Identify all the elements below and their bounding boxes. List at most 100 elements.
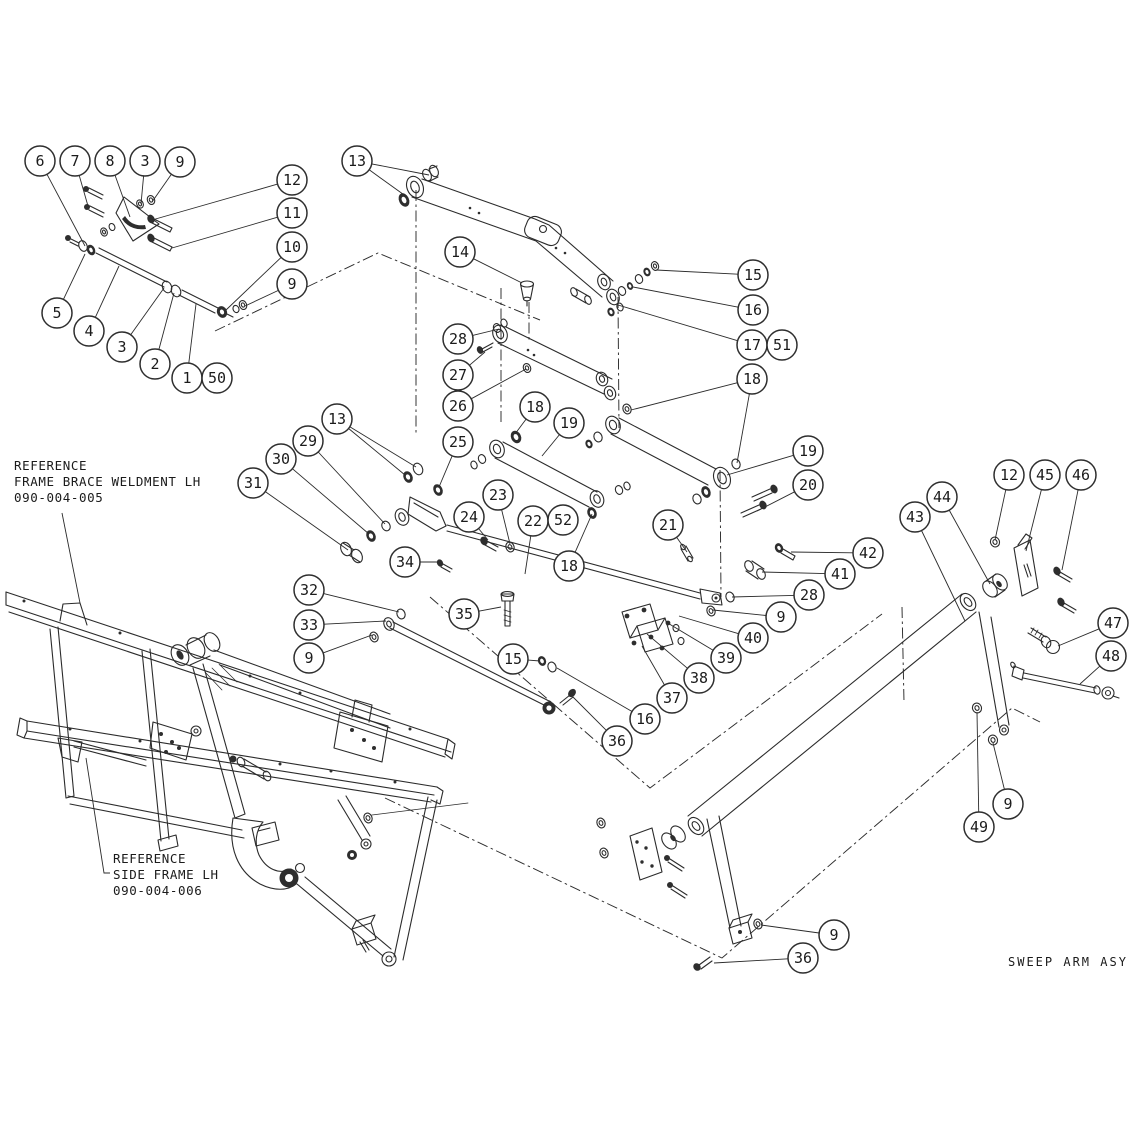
part-balloon-number: 33 [300, 616, 318, 634]
part-balloon-number: 19 [799, 442, 817, 460]
balloon-leader-line [140, 175, 145, 205]
part-balloon-number: 32 [300, 581, 318, 599]
part-balloon-9-63 [992, 788, 1024, 820]
balloon-leader-line [78, 175, 89, 207]
part-balloon-number: 47 [1104, 614, 1122, 632]
balloon-leader-line [348, 428, 406, 476]
balloon-leader-line [158, 292, 175, 350]
part-balloon-45-59 [1029, 459, 1061, 491]
part-balloon-number: 13 [328, 410, 346, 428]
annotation-texts: REFERENCE FRAME BRACE WELDMENT LH 090-00… [14, 458, 1126, 969]
part-balloon-number: 50 [208, 369, 226, 387]
part-balloon-number: 1 [182, 369, 191, 387]
balloon-leader-line [225, 257, 282, 311]
part-balloon-12-5 [276, 164, 308, 196]
balloon-leader-line [472, 328, 500, 336]
balloon-leader-line [322, 634, 373, 654]
balloon-leader-line [478, 528, 489, 541]
part-balloon-number: 9 [829, 926, 838, 944]
part-balloon-number: 9 [175, 153, 184, 171]
part-balloon-number: 17 [743, 336, 761, 354]
part-balloon-number: 16 [636, 710, 654, 728]
upper-arm-drawing [398, 164, 660, 317]
sweep-arm-drawing [596, 533, 1120, 971]
part-balloon-19-32 [792, 435, 824, 467]
part-balloon-number: 27 [449, 366, 467, 384]
balloon-leader-line [151, 183, 278, 221]
balloon-leader-line [473, 258, 523, 284]
part-balloon-number: 4 [84, 322, 93, 340]
balloon-leader-line [1079, 665, 1101, 685]
part-balloon-number: 52 [554, 511, 572, 529]
balloon-leader-line [317, 451, 386, 525]
part-balloon-number: 3 [140, 152, 149, 170]
balloon-leader-line [114, 174, 131, 218]
balloon-leader-line [188, 303, 197, 364]
balloon-leader-line [1025, 489, 1042, 552]
balloon-leader-line [1061, 489, 1079, 571]
part-balloon-number: 16 [744, 301, 762, 319]
part-balloon-number: 29 [299, 432, 317, 450]
balloon-leader-line [524, 535, 532, 575]
part-balloon-7-1 [59, 145, 91, 177]
balloon-leader-line [151, 174, 172, 203]
balloon-leader-line [527, 659, 541, 662]
part-balloon-41-41 [824, 558, 856, 590]
part-balloon-27-23 [442, 359, 474, 391]
balloon-leader-line [541, 434, 560, 457]
link-arms-drawing [470, 403, 741, 519]
balloon-leader-line [46, 174, 86, 247]
part-balloon-31-29 [237, 467, 269, 499]
part-balloon-number: 12 [1000, 466, 1018, 484]
part-balloon-32-49 [293, 574, 325, 606]
tie-rod-assembly-drawing [65, 186, 248, 318]
part-balloon-43-56 [899, 501, 931, 533]
part-balloon-number: 28 [449, 330, 467, 348]
part-balloon-number: 38 [690, 669, 708, 687]
part-balloon-24-35 [453, 501, 485, 533]
part-balloon-number: 42 [859, 544, 877, 562]
balloon-leader-line [676, 537, 688, 553]
part-balloon-3-11 [106, 331, 138, 363]
part-balloon-number: 19 [560, 414, 578, 432]
balloon-leader-line [94, 265, 120, 318]
part-balloon-number: 8 [105, 152, 114, 170]
part-balloon-number: 46 [1072, 466, 1090, 484]
balloon-leader-line [976, 711, 980, 813]
part-balloon-21-39 [652, 509, 684, 541]
balloon-leader-line [726, 454, 794, 476]
balloon-leader-line [760, 924, 820, 934]
balloon-leader-line [265, 491, 349, 551]
balloon-leader-line [678, 615, 739, 635]
part-balloon-15-17 [737, 259, 769, 291]
part-balloon-9-4 [164, 146, 196, 178]
balloon-leader-line [655, 269, 739, 275]
part-balloon-50-14 [201, 362, 233, 394]
part-balloon-number: 44 [933, 488, 951, 506]
balloon-leader-line [994, 489, 1007, 541]
part-balloon-number: 9 [776, 608, 785, 626]
balloon-leader-line [646, 633, 688, 669]
part-balloon-25-25 [442, 426, 474, 458]
part-balloon-34-48 [389, 546, 421, 578]
part-balloon-number: 45 [1036, 466, 1054, 484]
balloon-leader-line [630, 382, 738, 411]
balloon-leader-line [292, 468, 370, 535]
balloon-leader-line [349, 426, 417, 468]
balloon-leader-line [736, 393, 750, 464]
part-balloon-18-21 [736, 363, 768, 395]
balloon-leader-line [665, 621, 714, 651]
part-balloon-number: 41 [831, 565, 849, 583]
balloon-leader-line [323, 593, 400, 613]
part-balloon-40-44 [737, 622, 769, 654]
part-balloon-number: 39 [717, 649, 735, 667]
part-balloon-number: 37 [663, 689, 681, 707]
balloon-leader-line [1057, 628, 1100, 647]
part-balloon-4-10 [73, 315, 105, 347]
part-balloon-number: 5 [52, 304, 61, 322]
part-balloon-number: 9 [304, 649, 313, 667]
part-balloon-number: 14 [451, 243, 469, 261]
part-balloon-number: 36 [794, 949, 812, 967]
